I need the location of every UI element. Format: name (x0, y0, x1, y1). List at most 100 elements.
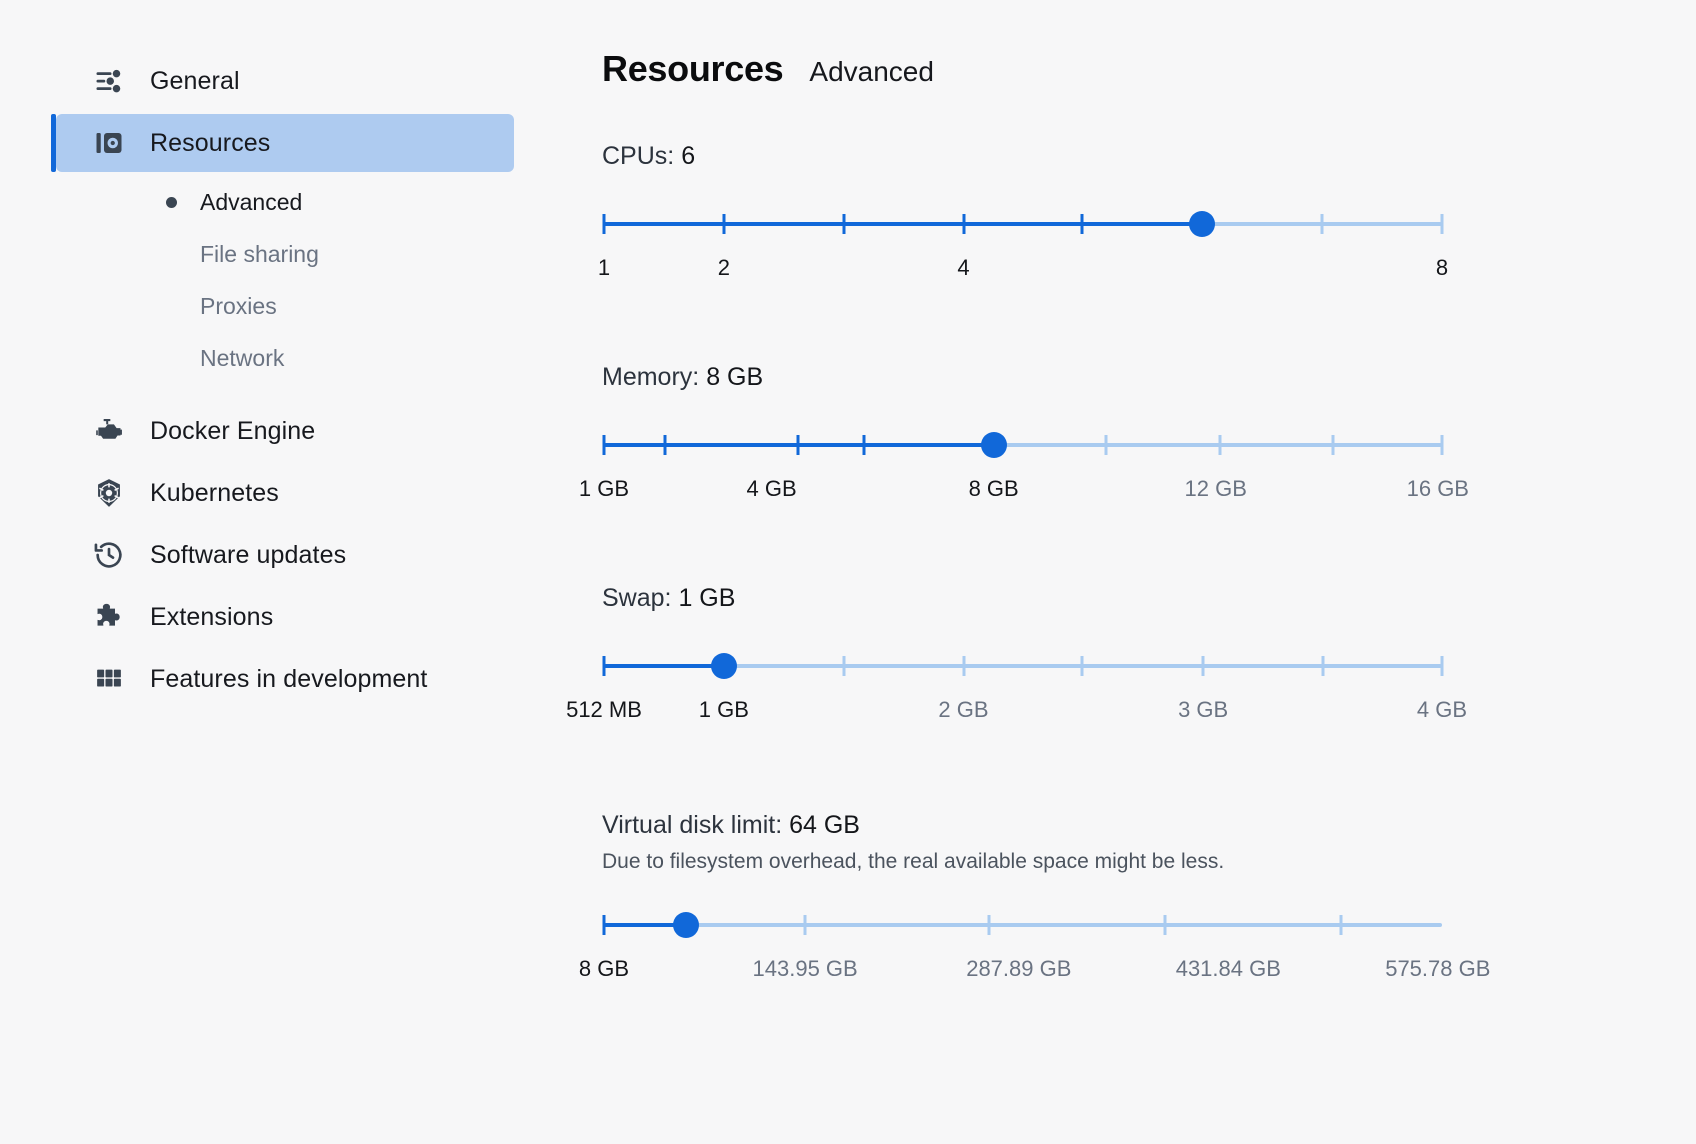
settings-sidebar: General Resources Advanced File sharing (0, 0, 570, 1144)
sidebar-subitem-label: Advanced (200, 188, 303, 215)
slider-tick-label: 431.84 GB (1175, 956, 1281, 981)
slider-tick-label: 4 GB (1416, 697, 1468, 722)
sidebar-subitem-file-sharing[interactable]: File sharing (0, 228, 570, 280)
sidebar-subitem-label: File sharing (200, 240, 319, 267)
sidebar-item-kubernetes[interactable]: Kubernetes (56, 464, 514, 522)
slider-tick-label: 2 (717, 255, 730, 280)
slider-tick (1331, 435, 1335, 455)
slider-tick (1080, 656, 1084, 676)
swap-slider[interactable] (602, 653, 1444, 679)
slider-thumb[interactable] (673, 912, 700, 938)
swap-slider-block: Swap: 1 GB 512 MB 1 GB 2 GB 3 GB 4 GB (566, 584, 1696, 731)
slider-tick-label: 1 GB (698, 697, 749, 722)
slider-tick (722, 214, 726, 234)
memory-label-prefix: Memory: (602, 363, 707, 391)
slider-tick (1163, 915, 1167, 935)
slider-tick (962, 656, 965, 676)
memory-label: Memory: 8 GB (602, 363, 1696, 392)
slider-tick-label: 1 GB (578, 476, 630, 501)
sidebar-item-label: Docker Engine (150, 416, 316, 445)
cpus-label: CPUs: 6 (602, 142, 1696, 171)
cpus-slider[interactable] (602, 211, 1444, 237)
sidebar-item-general[interactable]: General (56, 52, 514, 110)
memory-value: 8 GB (706, 363, 764, 391)
slider-tick-label: 575.78 GB (1385, 956, 1491, 981)
resources-advanced-panel: Resources Advanced CPUs: 6 1 2 4 8 Memory: … (566, 0, 1696, 1144)
slider-tick (1104, 435, 1108, 455)
slider-tick (1218, 435, 1222, 455)
sidebar-item-software-updates[interactable]: Software updates (56, 526, 514, 584)
swap-label-prefix: Swap: (602, 584, 679, 612)
memory-slider[interactable] (602, 432, 1444, 458)
resources-subnav: Advanced File sharing Proxies Network (0, 176, 570, 384)
sidebar-item-label: Kubernetes (150, 478, 279, 507)
slider-tick-label: 1 (597, 255, 611, 280)
slider-tick (962, 214, 965, 234)
sidebar-subitem-advanced[interactable]: Advanced (0, 176, 570, 228)
sidebar-item-label: Extensions (150, 602, 274, 631)
slider-thumb[interactable] (710, 653, 737, 679)
grid-icon (92, 662, 126, 696)
slider-tick (1440, 656, 1444, 676)
virtual-disk-limit-slider-block: Virtual disk limit: 64 GB Due to filesys… (579, 811, 1696, 990)
history-clock-icon (92, 538, 126, 572)
sidebar-item-label: Resources (150, 128, 271, 157)
slider-track (604, 443, 1442, 447)
sidebar-subitem-network[interactable]: Network (0, 332, 570, 384)
slider-tick (602, 656, 606, 676)
slider-tick (602, 214, 606, 234)
sidebar-item-features-in-development[interactable]: Features in development (56, 650, 514, 708)
slider-tick-label: 143.95 GB (752, 956, 858, 981)
cpus-tick-labels: 1 2 4 8 (598, 255, 1448, 289)
swap-tick-labels: 512 MB 1 GB 2 GB 3 GB 4 GB (566, 697, 1467, 731)
slider-tick (992, 435, 996, 455)
slider-tick-label: 8 GB (578, 956, 630, 981)
sidebar-item-extensions[interactable]: Extensions (56, 588, 514, 646)
slider-tick (602, 435, 606, 455)
slider-tick-label: 3 GB (1178, 697, 1229, 722)
cpus-label-prefix: CPUs: (602, 142, 682, 170)
engine-icon (92, 414, 126, 448)
sidebar-subitem-label: Proxies (200, 292, 277, 319)
memory-slider-block: Memory: 8 GB 1 GB 4 GB 8 GB 12 GB 16 GB (579, 363, 1696, 510)
virtual-disk-limit-label: Virtual disk limit: 64 GB (602, 811, 1696, 840)
page-title: Resources (602, 48, 784, 89)
virtual-disk-limit-help-text: Due to filesystem overhead, the real ava… (602, 850, 1225, 873)
slider-tick (803, 915, 807, 935)
slider-tick (1440, 214, 1444, 234)
slider-tick-label: 512 MB (566, 697, 642, 722)
slider-tick (1080, 214, 1084, 234)
slider-tick-label: 8 (1435, 255, 1449, 280)
slider-tick (1200, 214, 1204, 234)
slider-track (604, 923, 1442, 927)
slider-tick-label: 2 GB (938, 697, 989, 722)
page-subtitle: Advanced (809, 56, 934, 87)
sidebar-item-label: General (150, 66, 240, 95)
slider-tick-label: 4 GB (746, 476, 797, 501)
virtual-disk-limit-slider[interactable] (602, 912, 1442, 938)
slider-tick (1321, 656, 1325, 676)
swap-label: Swap: 1 GB (602, 584, 1696, 613)
slider-tick-label: 12 GB (1184, 476, 1247, 501)
slider-tick (602, 915, 606, 935)
sidebar-item-label: Features in development (150, 664, 428, 693)
slider-tick (987, 915, 991, 935)
slider-tick (1201, 656, 1205, 676)
slider-tick-label: 16 GB (1406, 476, 1469, 501)
sidebar-item-label: Software updates (150, 540, 347, 569)
kubernetes-icon (92, 476, 126, 510)
puzzle-icon (92, 600, 126, 634)
sidebar-item-resources[interactable]: Resources (51, 114, 514, 172)
swap-value: 1 GB (678, 584, 736, 612)
slider-tick (862, 435, 866, 455)
slider-tick (1320, 214, 1324, 234)
cpus-value: 6 (681, 142, 696, 170)
sidebar-item-docker-engine[interactable]: Docker Engine (56, 402, 514, 460)
slider-track-fill (604, 222, 1203, 226)
sidebar-subitem-proxies[interactable]: Proxies (0, 280, 570, 332)
slider-tick-label: 4 (957, 255, 970, 280)
resources-icon (92, 126, 126, 160)
sliders-icon (92, 64, 126, 98)
slider-track-fill (604, 664, 724, 668)
